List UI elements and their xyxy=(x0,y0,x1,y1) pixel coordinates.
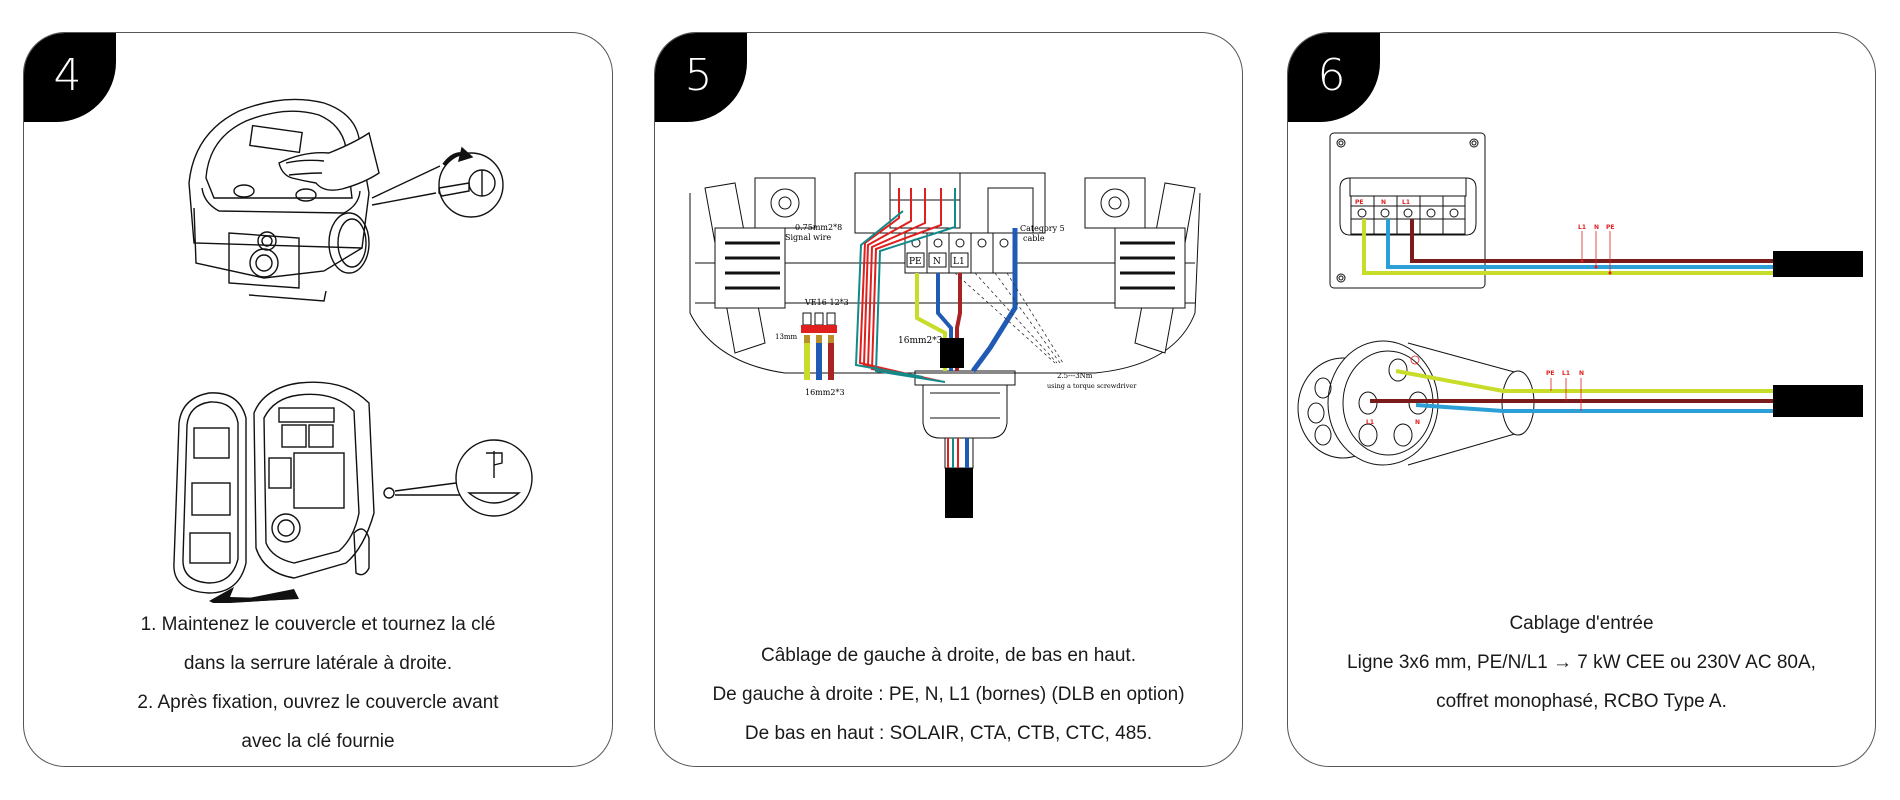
step-badge: 6 xyxy=(1288,33,1380,122)
power-wire-label: 16mm2*3 xyxy=(898,336,943,346)
plug-pe-label: PE xyxy=(1546,370,1555,377)
pin-l1-label: L1 xyxy=(1366,419,1374,426)
step-badge: 4 xyxy=(24,33,116,122)
plug-cable-sheath xyxy=(1773,385,1863,417)
category-cable-label: Category 5 xyxy=(1020,224,1065,233)
step-6-panel: 6 PE N L1 L1 N PE xyxy=(1287,32,1876,767)
cable-sheath xyxy=(1773,251,1863,277)
step-4-caption: 1. Maintenez le couvercle et tournez la … xyxy=(24,605,612,761)
cable-l1-label: L1 xyxy=(1578,224,1586,231)
strip-length-label: 13mm xyxy=(775,333,798,341)
plug-l1-label: L1 xyxy=(1562,370,1570,377)
caption-line: avec la clé fournie xyxy=(241,731,395,752)
terminal-pe-label: PE xyxy=(909,257,922,267)
step-4-panel: 4 xyxy=(23,32,613,767)
cable-n-label: N xyxy=(1594,224,1599,231)
ferrule-wire-label: 16mm2*3 xyxy=(805,388,845,397)
step-6-caption: Cablage d'entrée Ligne 3x6 mm, PE/N/L1 →… xyxy=(1288,604,1875,721)
caption-line: coffret monophasé, RCBO Type A. xyxy=(1436,691,1727,712)
input-wiring-diagram: PE N L1 L1 N PE xyxy=(1297,132,1863,466)
plug-n-label: N xyxy=(1579,370,1584,377)
step-number: 4 xyxy=(53,49,82,101)
charger-closed-illustration xyxy=(188,98,504,302)
caption-line: De gauche à droite : PE, N, L1 (bornes) … xyxy=(712,684,1185,705)
category-cable-label-2: cable xyxy=(1023,234,1045,243)
step-number: 5 xyxy=(684,49,713,101)
caption-line: De bas en haut : SOLAIR, CTA, CTB, CTC, … xyxy=(744,723,1153,744)
caption-line: Cablage d'entrée xyxy=(1509,613,1654,634)
caption-line: Câblage de gauche à droite, de bas en ha… xyxy=(760,645,1136,666)
charger-open-illustration xyxy=(173,381,533,603)
step-5-panel: 5 xyxy=(654,32,1243,767)
torque-tool-label: using a torque screwdriver xyxy=(1047,382,1137,390)
ferrule-label: VE16-12*3 xyxy=(804,298,849,307)
signal-wire-size-label: 0.75mm2*8 xyxy=(795,223,842,232)
step-number: 6 xyxy=(1317,49,1346,101)
pin-n-label: N xyxy=(1415,419,1420,426)
terminal-n-label: N xyxy=(933,257,941,267)
torque-label: 2.5---3Nm xyxy=(1057,372,1093,380)
cable-pe-label: PE xyxy=(1606,224,1615,231)
arrow-left-icon xyxy=(209,587,294,603)
caption-line: Ligne 3x6 mm, PE/N/L1 → 7 kW CEE ou 230V… xyxy=(1347,652,1816,673)
caption-line: dans la serrure latérale à droite. xyxy=(183,653,453,674)
block-pe-label: PE xyxy=(1355,199,1364,206)
caption-line: 2. Après fixation, ouvrez le couvercle a… xyxy=(137,692,499,713)
step-badge: 5 xyxy=(655,33,747,122)
caption-line: 1. Maintenez le couvercle et tournez la … xyxy=(140,614,496,635)
terminal-wiring-diagram: PE N L1 xyxy=(689,172,1201,518)
block-n-label: N xyxy=(1381,199,1386,206)
step-5-caption: Câblage de gauche à droite, de bas en ha… xyxy=(655,636,1242,753)
signal-wire-label: Signal wire xyxy=(785,233,831,242)
terminal-l1-label: L1 xyxy=(953,257,965,267)
block-l1-label: L1 xyxy=(1402,199,1410,206)
